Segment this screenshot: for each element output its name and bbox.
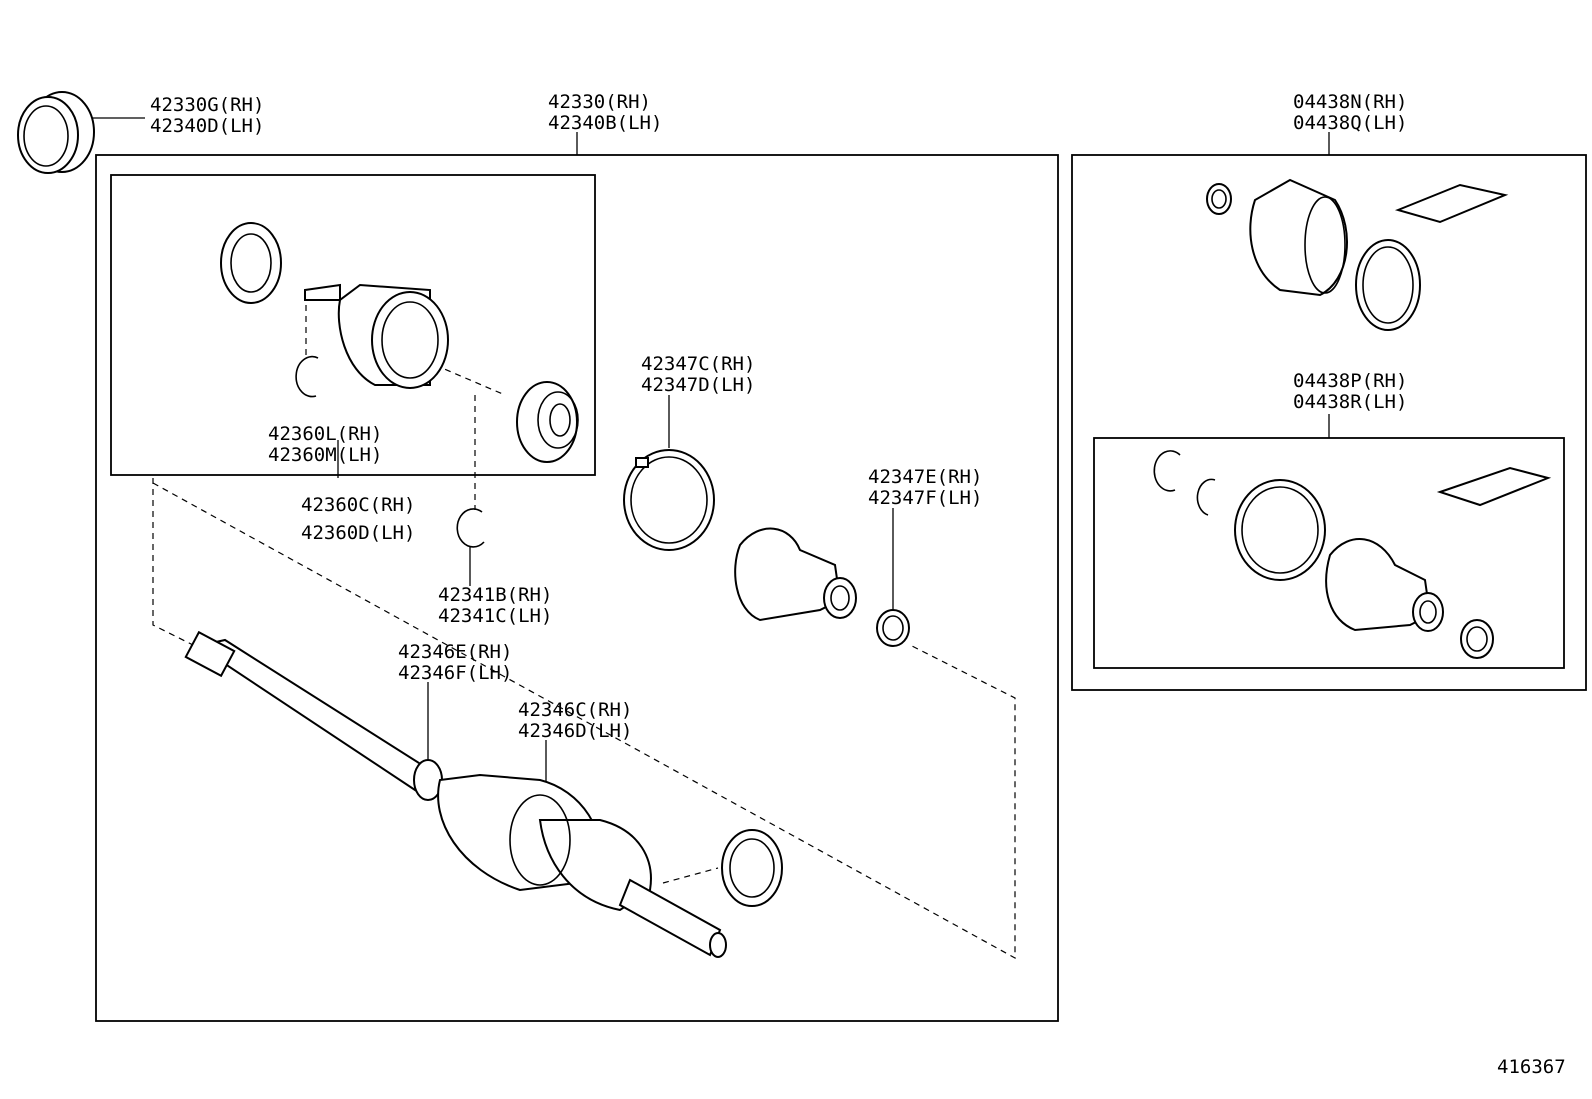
label-boot-clamp-a-rh: 42346E(RH) — [398, 641, 512, 663]
label-snap-ring-lh: 42341C(LH) — [438, 605, 552, 627]
kit-outer-ring-icon — [1206, 183, 1232, 215]
boot-clamp-small-icon — [876, 609, 910, 647]
drive-shaft-icon — [184, 630, 727, 958]
inboard-boot-icon — [734, 527, 857, 622]
kit-inner-boot-icon — [1325, 538, 1444, 632]
label-boot-clamp-large-rh: 42347C(RH) — [641, 353, 755, 375]
grease-pack-2-icon — [1436, 466, 1552, 507]
kit-inner-snap-ring-icon — [1153, 450, 1216, 516]
label-bearing-rh: 42330G(RH) — [150, 94, 264, 116]
label-shaft-assy-lh: 42340B(LH) — [548, 112, 662, 134]
label-outboard-joint-rh: 42360C(RH) — [301, 494, 415, 516]
outboard-joint-housing-icon — [304, 283, 449, 389]
snap-ring-outer-icon — [295, 355, 319, 398]
snap-ring-icon — [456, 508, 485, 548]
bearing-icon — [17, 91, 95, 174]
label-boot-kit-outer-lh: 04438Q(LH) — [1293, 112, 1407, 134]
label-boot-clamp-small-rh: 42347E(RH) — [868, 466, 982, 488]
kit-inner-small-clamp-icon — [1460, 619, 1494, 659]
boot-clamp-large-icon — [623, 449, 715, 551]
kit-inner-clamp-icon — [1234, 479, 1326, 581]
label-bearing-lh: 42340D(LH) — [150, 115, 264, 137]
dashed-reference-lines — [152, 305, 1016, 960]
label-snap-ring-rh: 42341B(RH) — [438, 584, 552, 606]
outboard-joint-frame — [110, 174, 596, 476]
label-boot-clamp-small-lh: 42347F(LH) — [868, 487, 982, 509]
label-boot-kit-inner-lh: 04438R(LH) — [1293, 391, 1407, 413]
kit-outer-clamp-icon — [1355, 239, 1421, 331]
diagram-id: 416367 — [1497, 1056, 1566, 1078]
label-snap-ring-outer-rh: 42360L(RH) — [268, 423, 382, 445]
label-boot-clamp-b-lh: 42346D(LH) — [518, 720, 632, 742]
label-snap-ring-outer-lh: 42360M(LH) — [268, 444, 382, 466]
boot-kit-inner-frame — [1093, 437, 1565, 669]
label-boot-kit-outer-rh: 04438N(RH) — [1293, 91, 1407, 113]
label-boot-clamp-a-lh: 42346F(LH) — [398, 662, 512, 684]
label-shaft-assy-rh: 42330(RH) — [548, 91, 651, 113]
label-outboard-joint-lh: 42360D(LH) — [301, 522, 415, 544]
outboard-joint-seal-icon — [220, 222, 282, 304]
grease-pack-icon — [1394, 183, 1509, 224]
kit-outer-boot-icon — [1249, 178, 1348, 297]
label-boot-clamp-large-lh: 42347D(LH) — [641, 374, 755, 396]
label-boot-clamp-b-rh: 42346C(RH) — [518, 699, 632, 721]
inboard-seal-icon — [721, 829, 783, 907]
label-boot-kit-inner-rh: 04438P(RH) — [1293, 370, 1407, 392]
joint-cage-icon — [516, 381, 579, 463]
